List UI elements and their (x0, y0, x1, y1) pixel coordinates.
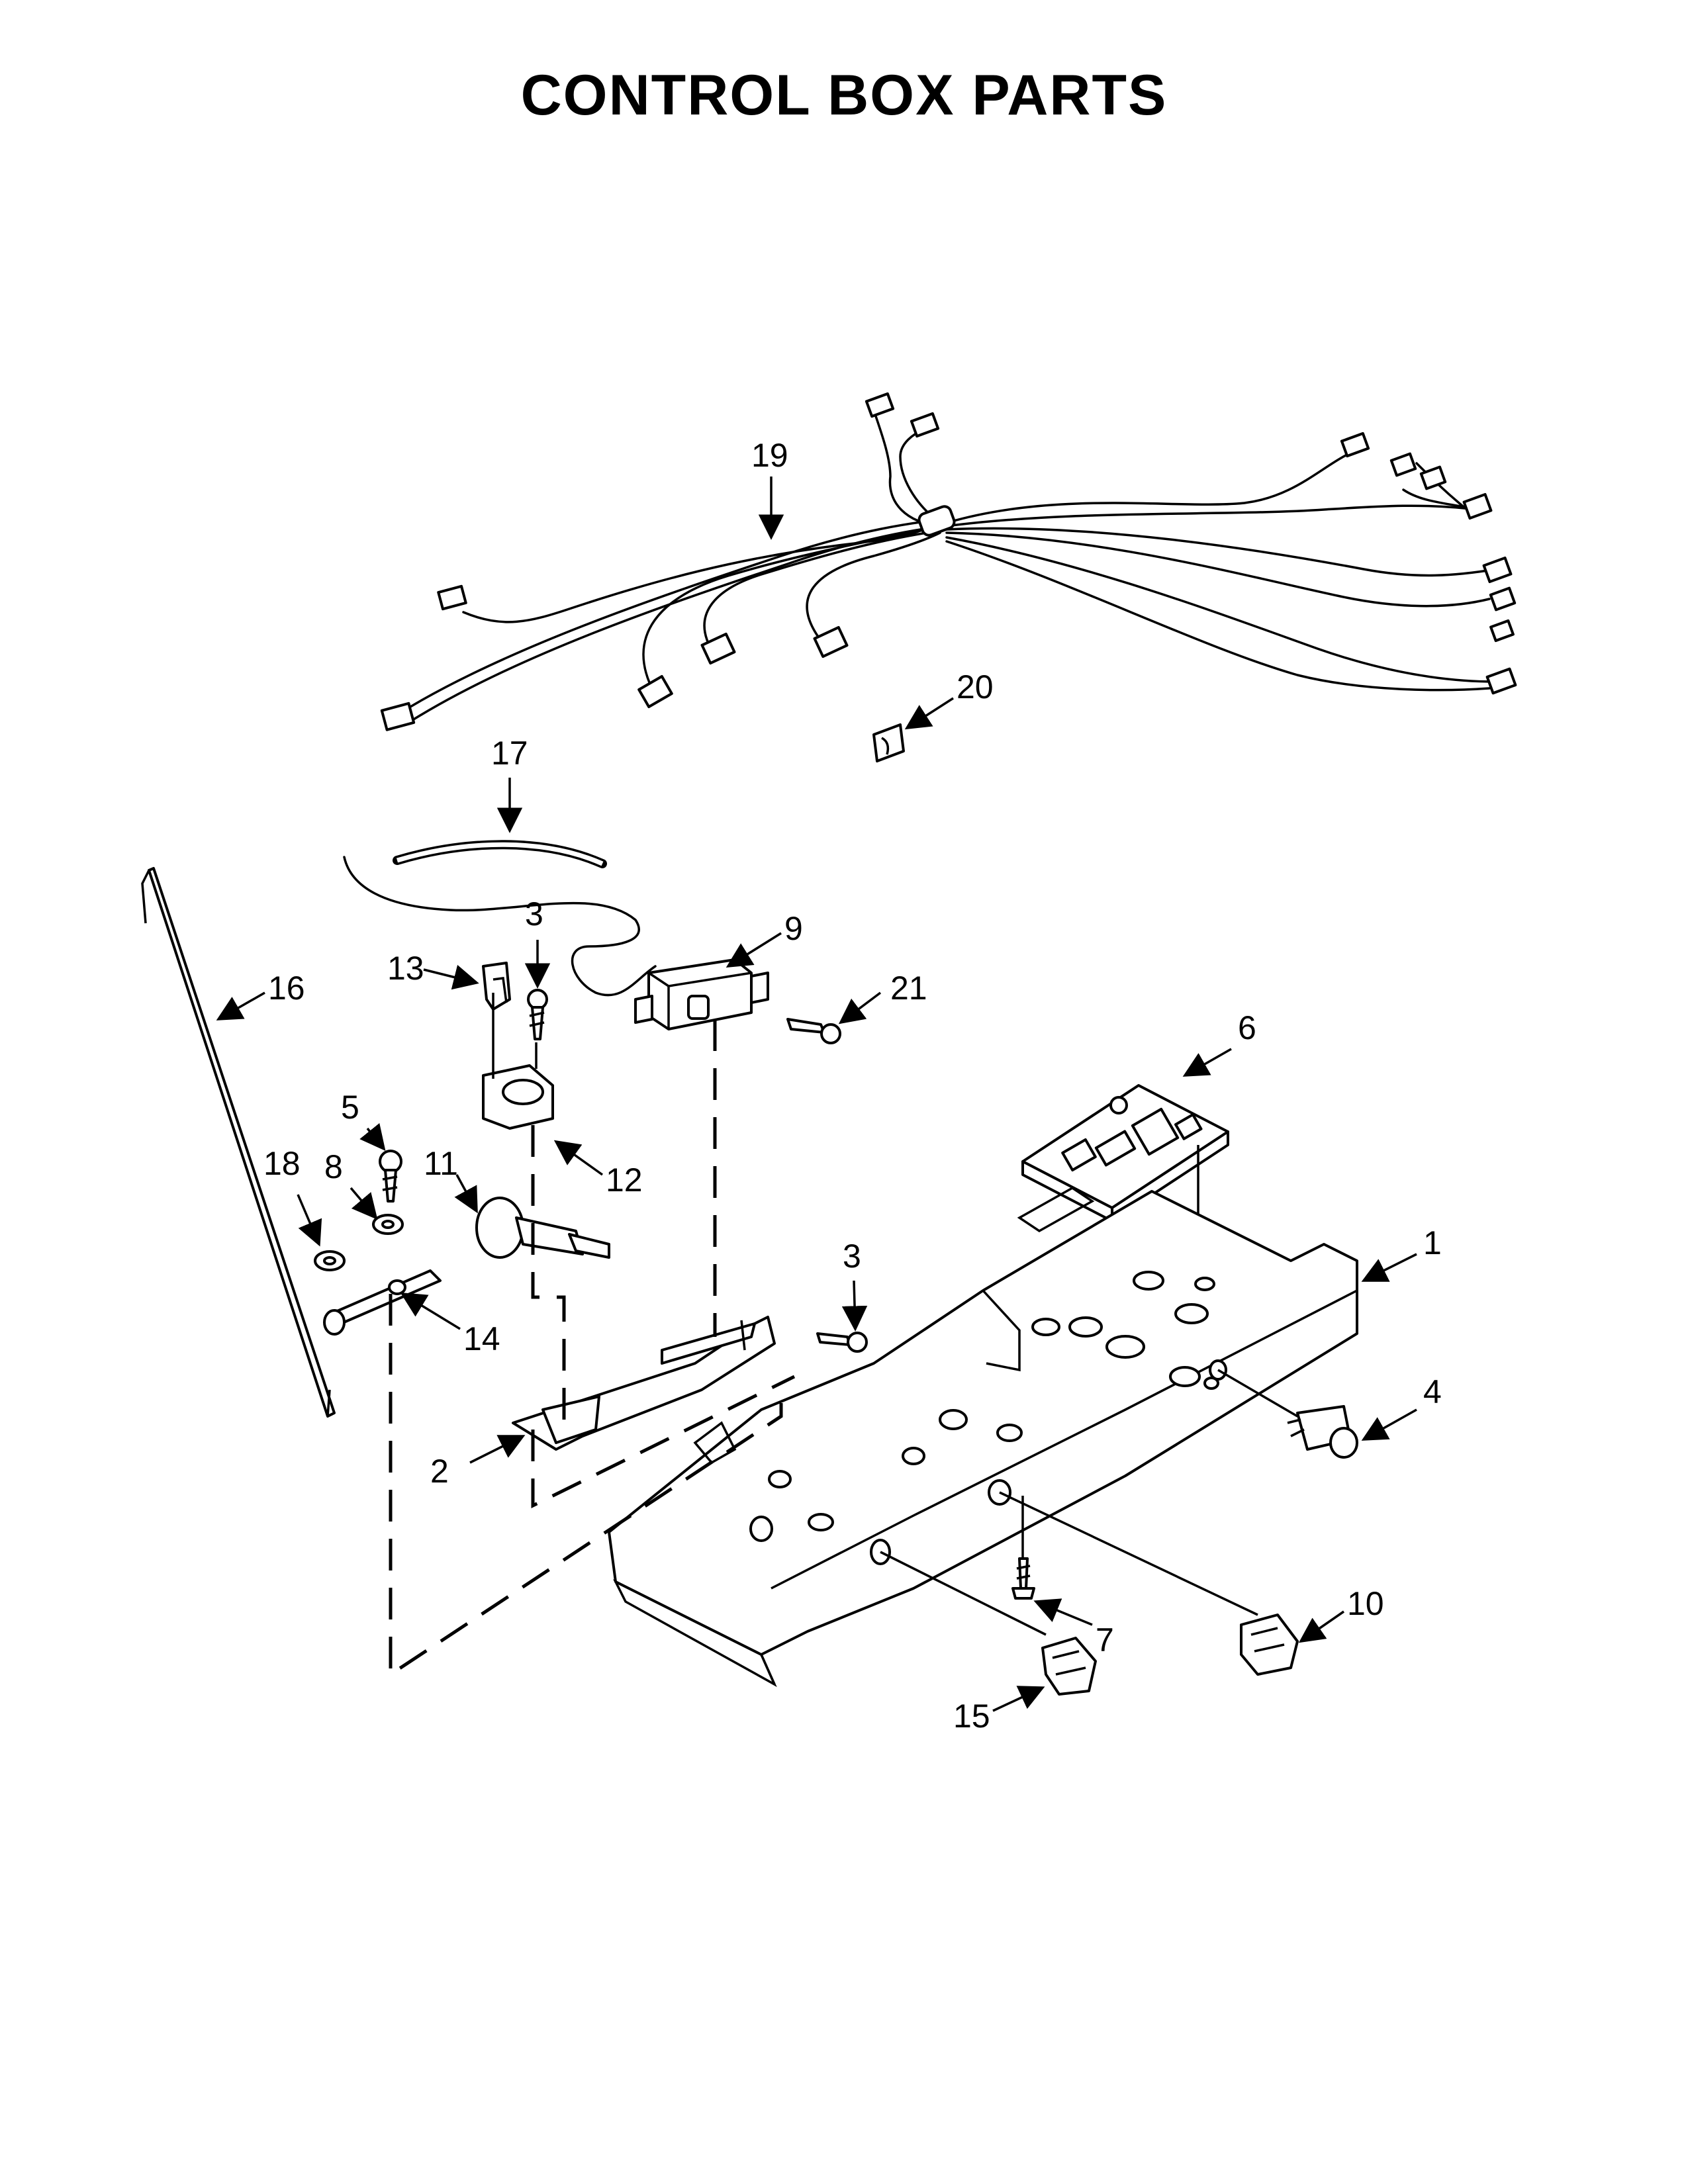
callout-1: 1 (1423, 1224, 1442, 1261)
callout-4: 4 (1423, 1373, 1442, 1410)
callout-9: 9 (784, 910, 803, 947)
callout-17: 17 (491, 735, 528, 772)
page-title: CONTROL BOX PARTS (520, 64, 1168, 127)
assembly-guide-lines (389, 1019, 796, 1678)
switch-part-4 (1287, 1405, 1358, 1459)
washer-part-8 (372, 1214, 404, 1235)
callout-2: 2 (430, 1453, 449, 1490)
mounting-bracket-part (482, 993, 554, 1130)
callout-16: 16 (268, 970, 305, 1007)
clip-part (872, 723, 905, 762)
washer-part-18 (314, 1250, 346, 1271)
control-shaft-part (475, 1197, 610, 1259)
callout-21: 21 (890, 970, 927, 1007)
callout-13: 13 (387, 950, 424, 987)
callout-labels: 1 2 3 3 4 5 6 7 8 9 10 11 12 13 14 15 16… (263, 437, 1442, 1735)
callout-15: 15 (953, 1698, 990, 1735)
control-box-housing-part (608, 1186, 1358, 1688)
callout-10: 10 (1347, 1585, 1384, 1622)
mounting-plate-part (512, 1316, 776, 1451)
screw-part-3-upper (527, 989, 548, 1040)
callout-3-upper: 3 (525, 895, 543, 933)
thermostat-part (634, 958, 769, 1030)
callout-19: 19 (751, 437, 788, 474)
screw-part-5 (379, 1150, 402, 1203)
callout-5: 5 (341, 1089, 359, 1126)
knob-part-10 (1240, 1614, 1299, 1676)
rod-part (141, 867, 336, 1418)
callout-11: 11 (424, 1145, 458, 1182)
callout-7: 7 (1096, 1621, 1114, 1659)
callout-20: 20 (957, 668, 994, 705)
screw-part-7 (1011, 1557, 1035, 1600)
screw-part-21 (786, 1018, 841, 1044)
callout-18: 18 (263, 1145, 301, 1182)
knob-part-15 (1041, 1637, 1097, 1696)
callout-12: 12 (606, 1161, 643, 1199)
wire-harness-part (380, 392, 1517, 731)
bracket-clip-part (482, 962, 511, 1011)
tubing-part (343, 840, 657, 997)
callout-14: 14 (463, 1320, 500, 1357)
callout-leaders (216, 477, 1417, 1712)
callout-6: 6 (1238, 1009, 1256, 1046)
screw-part-3-lower (816, 1332, 868, 1353)
lever-part (323, 1269, 442, 1336)
callout-3-lower: 3 (843, 1238, 861, 1275)
callout-8: 8 (324, 1148, 343, 1185)
